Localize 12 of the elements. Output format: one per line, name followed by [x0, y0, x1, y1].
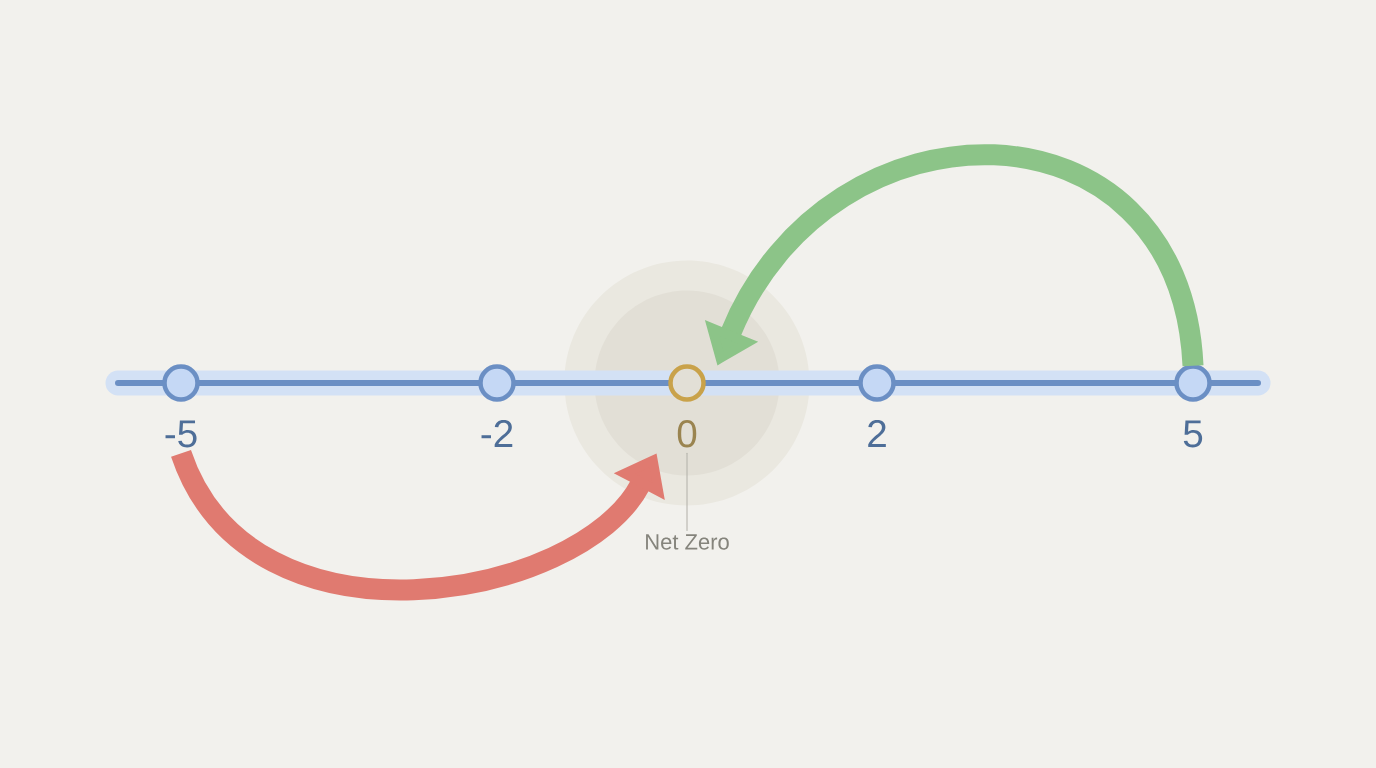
- node-label: -2: [481, 419, 513, 447]
- node-label: 2: [868, 419, 886, 447]
- node-label: 0: [677, 419, 697, 448]
- number-point: 2: [858, 364, 896, 447]
- leader-line: [686, 452, 688, 531]
- number-point: -5: [162, 364, 200, 448]
- number-point: 5: [1174, 364, 1212, 448]
- node-label: -5: [165, 420, 197, 448]
- number-point: -2: [478, 364, 516, 447]
- number-point: 0: [668, 364, 706, 448]
- note-label: Net Zero: [646, 534, 729, 550]
- node-label: 5: [1183, 420, 1203, 448]
